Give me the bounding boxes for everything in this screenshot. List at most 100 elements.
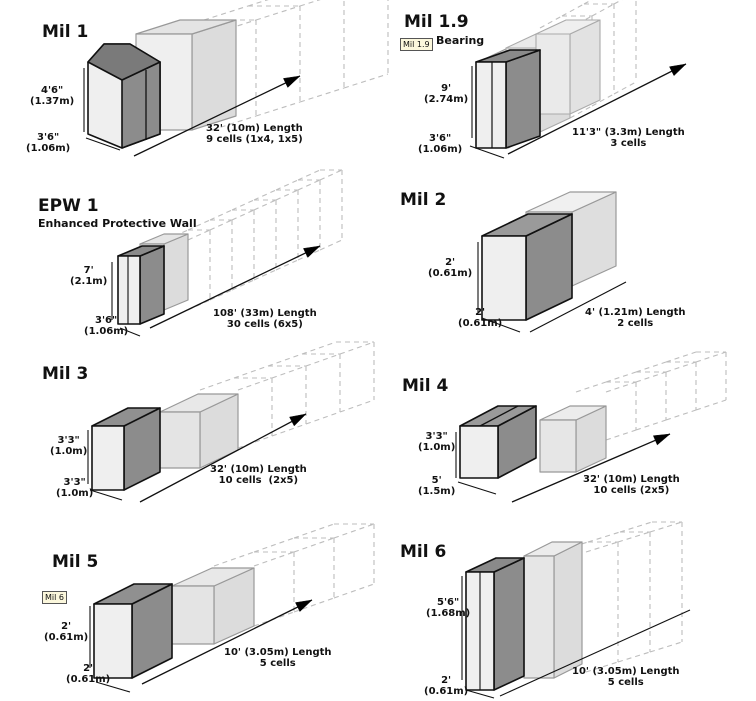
mil3-width-label: 3'3" (1.0m): [56, 477, 94, 499]
mil1-ghost-edge-top2-2: [299, 0, 321, 7]
mil6-ghost-edge-top-0: [555, 541, 589, 553]
mil4-length-arrow-shaft: [511, 433, 671, 503]
mil1-length-arrow-shaft: [133, 75, 301, 157]
mil6-ghost-edge-top-1: [587, 531, 621, 543]
mil4-ghost-edge-top-2: [635, 361, 667, 373]
mil1-ghost-edge-bot-1: [255, 101, 301, 117]
mil3-ghost-edge-top-2: [267, 353, 303, 367]
mil5-cell1-front: [93, 603, 133, 679]
mil2-width-dim: [481, 317, 521, 333]
mil4-cell2-front: [539, 419, 577, 473]
mil6-cell2-front: [523, 555, 555, 679]
mil19-cell-front: [475, 61, 507, 149]
mil2-length-label: 4' (1.21m) Length 2 cells: [585, 307, 686, 329]
mil3-width-dim: [89, 489, 123, 501]
epw1-cell1-side: [139, 245, 165, 325]
epw1-ghost-edge-bot-6: [319, 239, 343, 251]
mil4-ghost-edge-top-0: [575, 381, 607, 393]
epw1-ghost-edge-top-1: [187, 219, 211, 231]
epw1-ghost-edge-bot-2: [231, 279, 255, 291]
epw1-ghost-edge-bot-4: [275, 259, 299, 271]
mil1-ghost-edge-bot-0: [211, 115, 257, 131]
mil19-length-label: 11'3" (3.3m) Length 3 cells: [572, 127, 685, 149]
mil19-width-dim: [469, 145, 505, 159]
mil1-length-arrow-head: [283, 75, 301, 88]
mil6-length-dim: [499, 609, 691, 697]
epw1-cell2-side: [163, 233, 189, 311]
epw1-ghost-edge-top2-0: [187, 229, 211, 241]
epw1-ghost-edge-top-4: [253, 189, 277, 201]
mil2-cell1-front: [481, 235, 527, 321]
mil5-length-arrow-shaft: [141, 599, 313, 685]
mil3-ghost-edge-top-0: [199, 377, 235, 391]
epw1-length-arrow-head: [303, 245, 321, 258]
mil3-cell1-front: [91, 425, 125, 491]
mil4-ghost-edge-top2-3: [695, 351, 727, 363]
epw1-ghost-edge-top-2: [209, 209, 233, 221]
mil1-ghost-edge-bot-3: [343, 73, 389, 89]
epw1-length-arrow-shaft: [149, 245, 321, 329]
mil1-title: Mil 1: [42, 22, 89, 42]
mil3-ghost-edge-top2-2: [305, 353, 341, 367]
mil6-ghost-edge-top2-1: [617, 531, 651, 543]
mil19-length-arrow-shaft: [507, 63, 687, 155]
epw1-ghost-edge-top2-1: [209, 219, 233, 231]
mil4-ghost-edge-top2-2: [665, 361, 697, 373]
epw1-ghost-edge-top2-4: [275, 189, 299, 201]
mil5-ghost-edge-top2-2: [333, 523, 375, 539]
mil1-ghost-edge-top2-1: [255, 5, 301, 21]
mil1-width-dim: [85, 137, 121, 151]
mil5-ghost-edge-top-0: [213, 551, 255, 567]
mil5-ghost-edge-bot-2: [333, 583, 375, 599]
epw1-width-dim: [119, 327, 141, 337]
mil5-length-label: 10' (3.05m) Length 5 cells: [224, 647, 332, 669]
mil4-length-label: 32' (10m) Length 10 cells (2x5): [583, 474, 680, 496]
mil2-length-dim: [529, 281, 627, 333]
mil4-ghost-edge-top2-0: [605, 381, 637, 393]
mil6-cell2-side: [553, 541, 583, 679]
mil4-width-dim: [457, 481, 497, 495]
mil19-tag: Mil 1.9: [400, 38, 433, 51]
mil4-ghost-edge-top-3: [665, 351, 697, 363]
epw1-ghost-edge-top2-3: [253, 199, 277, 211]
mil3-length-arrow-head: [289, 413, 307, 427]
mil3-title: Mil 3: [42, 364, 89, 384]
mil4-length-arrow-head: [653, 433, 671, 446]
mil3-height-label: 3'3" (1.0m): [50, 435, 88, 457]
mil4-ghost-edge-bot-2: [665, 409, 697, 421]
mil4-ghost-edge-bot-3: [695, 399, 727, 411]
mil4-ghost-edge-top2-1: [635, 371, 667, 383]
mil19-subtitle: Bearing: [436, 34, 485, 47]
mil3-ghost-edge-top2-0: [237, 377, 273, 391]
mil2-title: Mil 2: [400, 190, 447, 210]
mil19-ghost-edge-bot-2: [613, 81, 637, 95]
mil1-width-label: 3'6" (1.06m): [26, 132, 71, 154]
mil4-ghost-edge-bot-1: [635, 419, 667, 431]
mil3-length-label: 32' (10m) Length 10 cells (2x5): [210, 464, 307, 486]
epw1-ghost-edge-top2-2: [231, 209, 255, 221]
mil3-cell2-front: [159, 411, 201, 469]
mil19-ghost-edge-top-0: [539, 15, 563, 29]
mil6-length-label: 10' (3.05m) Length 5 cells: [572, 666, 680, 688]
mil19-cell-side: [505, 49, 541, 149]
mil19-width-label: 3'6" (1.06m): [418, 133, 463, 155]
mil4-title: Mil 4: [402, 376, 449, 396]
mil19-ghost-edge-top2-2: [613, 0, 623, 5]
mil1-ghost-edge-bot-2: [299, 87, 345, 103]
mil2-height-label: 2' (0.61m): [428, 257, 473, 279]
epw1-subtitle: Enhanced Protective Wall: [38, 217, 197, 230]
epw1-height-label: 7' (2.1m): [70, 265, 108, 287]
mil4-divider: [479, 405, 519, 427]
mil6-ghost-edge-top2-2: [649, 521, 683, 533]
epw1-ghost-edge-bot-1: [209, 289, 233, 301]
mil6-width-label: 2' (0.61m): [424, 675, 469, 697]
mil5-length-arrow-head: [295, 599, 313, 612]
mil1-ghost-edge-top-2: [247, 0, 269, 7]
mil5-ghost-edge-top2-1: [293, 537, 335, 553]
epw1-width-label: 3'6" (1.06m): [84, 315, 129, 337]
mil6-ghost-edge-bot-2: [649, 641, 683, 653]
mil1-ghost-edge-top2-0: [211, 19, 257, 35]
mil5-ghost-edge-top2-0: [253, 551, 295, 567]
mil3-ghost-edge-bot-1: [271, 423, 307, 437]
mil4-ghost-edge-top-1: [605, 371, 637, 383]
